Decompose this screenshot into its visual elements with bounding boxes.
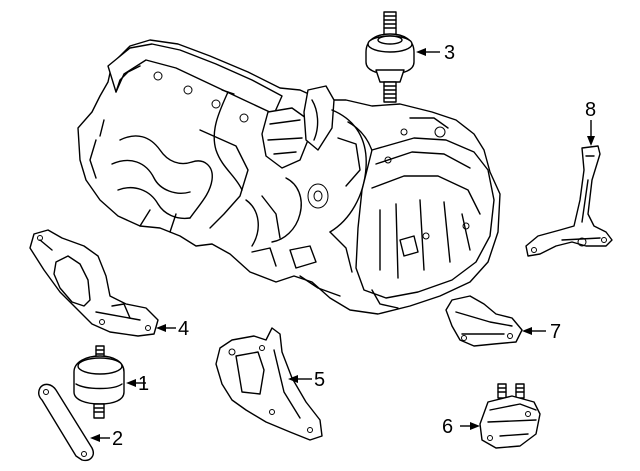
callout-7-label: 7 [550,321,561,343]
callout-6-label: 6 [442,416,453,438]
callout-8: 8 [585,99,596,146]
callout-2-label: 2 [112,428,123,450]
callout-3-label: 3 [444,42,455,64]
callout-1-label: 1 [138,373,149,395]
part-4-bracket [29,229,159,337]
part-6-mount [479,383,541,449]
engine-transmission-assembly [77,39,501,315]
callout-2: 2 [90,428,123,450]
part-2-strap [37,383,94,462]
callout-7: 7 [522,321,561,343]
part-7-bracket [445,295,523,347]
callout-1: 1 [126,373,149,395]
callout-8-label: 8 [585,99,596,121]
part-1-mount [73,345,125,419]
callout-5-label: 5 [314,369,325,391]
callout-4: 4 [156,318,189,340]
part-5-bracket [215,327,323,441]
callout-4-label: 4 [178,318,189,340]
callout-6: 6 [442,416,480,438]
callout-5: 5 [288,369,325,391]
callout-3: 3 [416,42,455,64]
part-8-bracket [525,145,613,257]
part-3-mount [365,11,415,103]
